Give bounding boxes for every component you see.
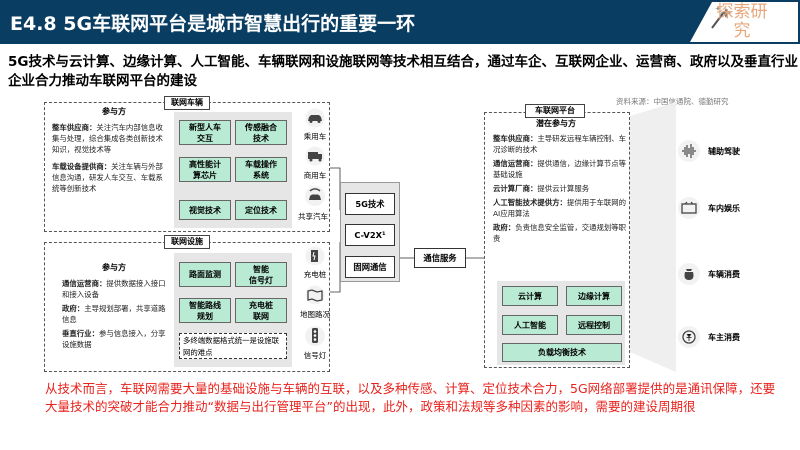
traffic-light-icon [305, 326, 325, 346]
network-cv2x: C-V2X¹ [345, 224, 395, 246]
tech-box: 车载操作系统 [235, 157, 287, 182]
conclusion-text: 从技术而言，车联网需要大量的基础设施与车辆的互联，以及多种传感、计算、定位技术合… [45, 381, 776, 414]
platform-box: 云计算 [502, 286, 558, 306]
charging-pile-label: 充电桩 [303, 270, 327, 279]
commercial-vehicle-icon [305, 146, 325, 166]
tech-box: 高性能计算芯片 [179, 157, 231, 182]
logo-text: 探索研究 [716, 2, 768, 41]
source-note: 资料来源：中国信通院、德勤研究 [616, 97, 729, 106]
passenger-car-icon [305, 108, 325, 128]
passenger-car-label: 乘用车 [303, 132, 327, 141]
facility-item: 政府：主导规划部署，共享道路信息 [62, 304, 166, 324]
facility-box: 充电桩联网 [235, 298, 287, 323]
assisted-driving-icon [678, 140, 700, 162]
vehicle-item: 整车供应商：关注汽车内部信息收集与处理，综合集成各类创新技术知识，视觉技术等 [52, 123, 163, 154]
facility-box: 路面监测 [179, 262, 231, 287]
tech-box: 视觉技术 [179, 200, 231, 220]
tech-box: 定位技术 [235, 200, 287, 220]
header-bar [0, 0, 800, 44]
platform-item: 政府：负责信息安全监管，交通规划等职责 [493, 223, 627, 243]
service-label: 车内娱乐 [708, 204, 740, 213]
map-label: 地图路况 [300, 310, 330, 319]
charging-pile-icon [305, 246, 325, 266]
entertainment-icon [678, 197, 700, 219]
platform-item: 整车供应商：主导研发远程车辆控制、车况诊断的技术 [493, 134, 627, 154]
facility-participants-title: 参与方 [102, 263, 126, 272]
platform-box: 人工智能 [502, 315, 558, 335]
vehicle-item: 车载设备提供商：关注车辆与外部信息沟通，研发人车交互、车载系统等创新技术 [52, 162, 163, 193]
platform-item: 云计算厂商：提供云计算服务 [493, 184, 590, 193]
platform-participants-title: 潜在参与方 [536, 119, 576, 128]
page-title: E4.8 5G车联网平台是城市智慧出行的重要一环 [10, 13, 416, 35]
facility-item: 通信运营商：提供数据接入接口和接入设备 [62, 279, 166, 299]
shared-car-icon [305, 186, 325, 206]
shared-car-label: 共享汽车 [298, 212, 328, 221]
network-fixed: 固网通信 [345, 256, 395, 278]
vehicle-consumption-icon [678, 263, 700, 285]
comm-service-box: 通信服务 [414, 248, 466, 268]
network-5g: 5G技术 [345, 193, 395, 215]
facility-participants: 通信运营商：提供数据接入接口和接入设备 政府：主导规划部署，共享道路信息 垂直行… [62, 278, 170, 353]
tech-box: 新型人车交互 [179, 120, 231, 145]
platform-item: 通信运营商：提供通信，边缘计算节点等基础设施 [493, 159, 627, 179]
facility-box: 智能路线规划 [179, 298, 231, 323]
facility-note: 多终端数据格式统一是设施联网的难点 [179, 333, 287, 359]
platform-participants: 整车供应商：主导研发远程车辆控制、车况诊断的技术 通信运营商：提供通信，边缘计算… [493, 133, 629, 247]
facility-item: 垂直行业：参与信息接入，分享设施数据 [62, 329, 166, 349]
platform-item: 人工智能技术提供方：提供用于车联网的AI应用算法 [493, 198, 627, 218]
lead-text: 5G技术与云计算、边缘计算、人工智能、车辆联网和设施联网等技术相互结合，通过车企… [8, 54, 798, 89]
vehicle-participants: 整车供应商：关注汽车内部信息收集与处理，综合集成各类创新技术知识，视觉技术等 车… [52, 122, 170, 197]
facility-box: 智能信号灯 [235, 262, 287, 287]
platform-box: 负载均衡技术 [502, 343, 622, 362]
vehicle-participants-title: 参与方 [102, 107, 126, 116]
logo [690, 2, 798, 42]
map-icon [305, 285, 325, 305]
service-label: 车辆消费 [708, 270, 740, 279]
platform-box: 边缘计算 [566, 286, 622, 306]
service-label: 辅助驾驶 [708, 147, 740, 156]
commercial-vehicle-label: 商用车 [303, 171, 327, 180]
traffic-light-label: 信号灯 [303, 351, 327, 360]
platform-box: 远程控制 [566, 315, 622, 335]
platform-tag: 车联网平台 [525, 104, 585, 118]
owner-consumption-icon [678, 326, 700, 348]
facility-tag: 联网设施 [164, 235, 210, 249]
vehicle-tag: 联网车辆 [164, 96, 210, 110]
tech-box: 传感融合技术 [235, 120, 287, 145]
service-label: 车主消费 [708, 333, 740, 342]
